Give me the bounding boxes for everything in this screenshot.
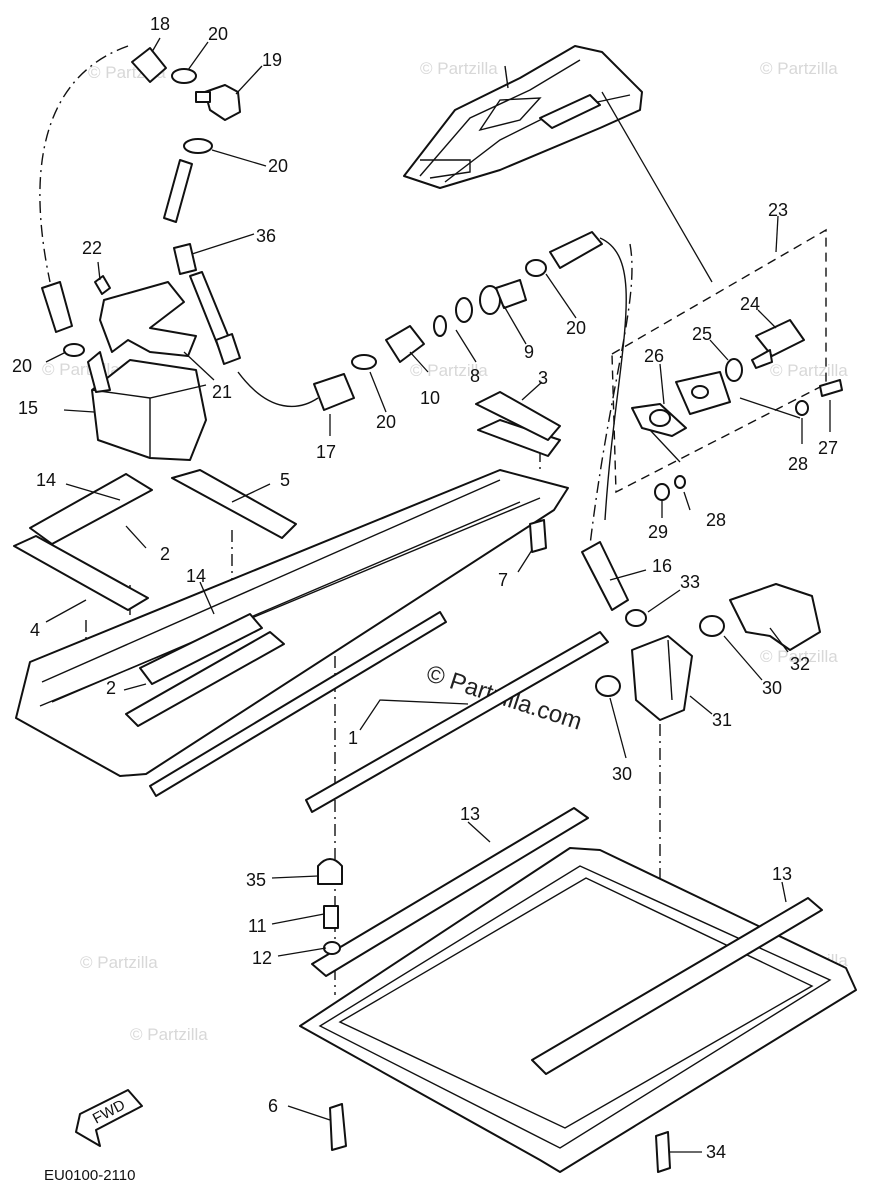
- callout-7: 7: [498, 570, 508, 590]
- callout-36: 36: [256, 226, 276, 246]
- callout-33: 33: [680, 572, 700, 592]
- callout-30: 30: [762, 678, 782, 698]
- callout-13: 13: [772, 864, 792, 884]
- hull-plate: FWD: [75, 807, 857, 1173]
- drain-parts: [581, 228, 843, 721]
- watermark-text: © Partzilla: [80, 953, 158, 972]
- callout-6: 6: [268, 1096, 278, 1116]
- watermark-text: © Partzilla: [770, 361, 848, 380]
- callout-9: 9: [524, 342, 534, 362]
- watermark-text: © Partzilla: [760, 59, 838, 78]
- callout-25: 25: [692, 324, 712, 344]
- fitting-chain: [313, 231, 603, 411]
- callout-17: 17: [316, 442, 336, 462]
- callout-30: 30: [612, 764, 632, 784]
- callout-34: 34: [706, 1142, 726, 1162]
- callout-11: 11: [248, 916, 267, 936]
- callout-35: 35: [246, 870, 266, 890]
- callout-28: 28: [788, 454, 808, 474]
- callout-12: 12: [252, 948, 272, 968]
- callout-21: 21: [212, 382, 232, 402]
- callout-29: 29: [648, 522, 668, 542]
- callout-2: 2: [160, 544, 170, 564]
- callout-3: 3: [538, 368, 548, 388]
- callout-13: 13: [460, 804, 480, 824]
- callout-26: 26: [644, 346, 664, 366]
- callout-20: 20: [376, 412, 396, 432]
- callout-1: 1: [348, 728, 358, 748]
- callout-15: 15: [18, 398, 38, 418]
- callout-numbers: 18 20 19 20 36 22 20 21 15 17 20 10 8 9 …: [12, 14, 838, 1162]
- callout-18: 18: [150, 14, 170, 34]
- callout-32: 32: [790, 654, 810, 674]
- callout-24: 24: [740, 294, 760, 314]
- callout-5: 5: [280, 470, 290, 490]
- watermark-text: © Partzilla: [410, 361, 488, 380]
- callout-20: 20: [268, 156, 288, 176]
- watercraft-illustration: [403, 45, 713, 283]
- callout-14: 14: [186, 566, 206, 586]
- watermark-text: © Partzilla: [130, 1025, 208, 1044]
- callout-19: 19: [262, 50, 282, 70]
- callout-20: 20: [208, 24, 228, 44]
- callout-22: 22: [82, 238, 102, 258]
- callout-20: 20: [566, 318, 586, 338]
- callout-8: 8: [470, 366, 480, 386]
- callout-31: 31: [712, 710, 732, 730]
- callout-leaders: [45, 37, 831, 1153]
- watermark-text: © Partzilla: [760, 647, 838, 666]
- callout-28: 28: [706, 510, 726, 530]
- vent-hose-parts: [41, 47, 241, 461]
- watermark-text: © Partzilla: [420, 59, 498, 78]
- callout-23: 23: [768, 200, 788, 220]
- callout-10: 10: [420, 388, 440, 408]
- seat-frame: [13, 391, 609, 813]
- callout-16: 16: [652, 556, 672, 576]
- callout-14: 14: [36, 470, 56, 490]
- callout-27: 27: [818, 438, 838, 458]
- drawing-code: EU0100-2110: [44, 1167, 135, 1184]
- callout-2: 2: [106, 678, 116, 698]
- callout-20: 20: [12, 356, 32, 376]
- callout-4: 4: [30, 620, 40, 640]
